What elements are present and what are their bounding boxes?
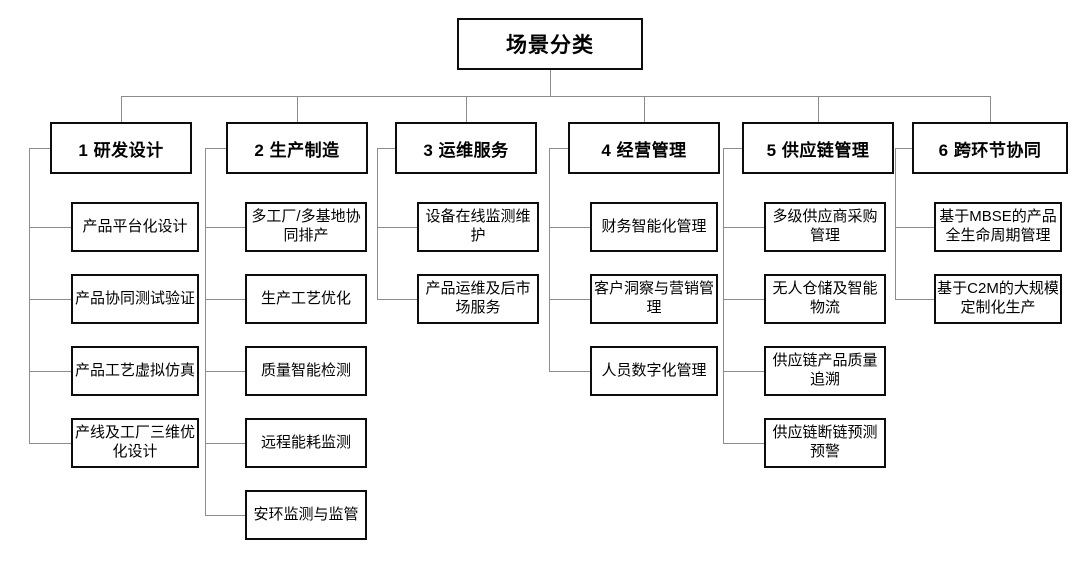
leaf-node-1-4: 产线及工厂三维优化设计 bbox=[71, 418, 199, 468]
leaf-node-2-2-label: 生产工艺优化 bbox=[260, 289, 351, 307]
column-spine-connector-3 bbox=[377, 148, 378, 299]
category-node-5-label: 5 供应链管理 bbox=[766, 140, 870, 160]
leaf-node-2-4-label: 远程能耗监测 bbox=[260, 433, 351, 451]
category-node-1: 1 研发设计 bbox=[50, 122, 192, 174]
category-stub-connector-1 bbox=[29, 148, 50, 149]
leaf-stub-connector-4-2 bbox=[549, 299, 590, 300]
category-node-3: 3 运维服务 bbox=[395, 122, 537, 174]
leaf-node-1-1: 产品平台化设计 bbox=[71, 202, 199, 252]
leaf-node-6-2: 基于C2M的大规模定制化生产 bbox=[934, 274, 1062, 324]
leaf-stub-connector-2-1 bbox=[205, 227, 245, 228]
category-drop-connector-3 bbox=[466, 96, 467, 122]
leaf-stub-connector-2-2 bbox=[205, 299, 245, 300]
leaf-node-1-4-label: 产线及工厂三维优化设计 bbox=[74, 424, 195, 460]
leaf-stub-connector-1-4 bbox=[29, 443, 71, 444]
leaf-stub-connector-2-3 bbox=[205, 371, 245, 372]
category-node-4-label: 4 经营管理 bbox=[601, 140, 687, 160]
leaf-node-2-5: 安环监测与监管 bbox=[245, 490, 367, 540]
leaf-node-6-2-label: 基于C2M的大规模定制化生产 bbox=[937, 280, 1059, 316]
leaf-node-4-1-label: 财务智能化管理 bbox=[601, 217, 707, 235]
leaf-stub-connector-2-4 bbox=[205, 443, 245, 444]
leaf-node-5-4: 供应链断链预测预警 bbox=[764, 418, 886, 468]
leaf-node-4-3: 人员数字化管理 bbox=[590, 346, 718, 396]
leaf-stub-connector-4-3 bbox=[549, 371, 590, 372]
leaf-node-5-1-label: 多级供应商采购管理 bbox=[772, 208, 878, 244]
leaf-node-3-2: 产品运维及后市场服务 bbox=[417, 274, 539, 324]
leaf-stub-connector-5-4 bbox=[723, 443, 764, 444]
leaf-stub-connector-2-5 bbox=[205, 515, 245, 516]
category-stub-connector-6 bbox=[895, 148, 912, 149]
leaf-node-3-1-label: 设备在线监测维护 bbox=[425, 208, 531, 244]
column-spine-connector-6 bbox=[895, 148, 896, 299]
leaf-node-5-1: 多级供应商采购管理 bbox=[764, 202, 886, 252]
column-spine-connector-4 bbox=[549, 148, 550, 371]
category-node-4: 4 经营管理 bbox=[568, 122, 720, 174]
leaf-stub-connector-1-1 bbox=[29, 227, 71, 228]
leaf-node-2-3-label: 质量智能检测 bbox=[260, 361, 351, 379]
column-spine-connector-5 bbox=[723, 148, 724, 443]
root-node: 场景分类 bbox=[457, 18, 643, 70]
leaf-node-4-2-label: 客户洞察与营销管理 bbox=[593, 280, 714, 316]
leaf-stub-connector-5-1 bbox=[723, 227, 764, 228]
leaf-stub-connector-6-1 bbox=[895, 227, 934, 228]
category-drop-connector-4 bbox=[644, 96, 645, 122]
leaf-stub-connector-5-2 bbox=[723, 299, 764, 300]
leaf-node-5-2: 无人仓储及智能物流 bbox=[764, 274, 886, 324]
leaf-node-5-4-label: 供应链断链预测预警 bbox=[772, 424, 878, 460]
leaf-node-3-2-label: 产品运维及后市场服务 bbox=[425, 280, 531, 316]
category-node-6: 6 跨环节协同 bbox=[912, 122, 1068, 174]
category-node-1-label: 1 研发设计 bbox=[78, 140, 164, 160]
leaf-stub-connector-5-3 bbox=[723, 371, 764, 372]
leaf-node-2-4: 远程能耗监测 bbox=[245, 418, 367, 468]
leaf-node-4-2: 客户洞察与营销管理 bbox=[590, 274, 718, 324]
category-node-2: 2 生产制造 bbox=[226, 122, 368, 174]
leaf-node-3-1: 设备在线监测维护 bbox=[417, 202, 539, 252]
leaf-node-2-3: 质量智能检测 bbox=[245, 346, 367, 396]
root-stem-connector bbox=[550, 70, 551, 96]
category-node-3-label: 3 运维服务 bbox=[423, 140, 509, 160]
leaf-node-4-3-label: 人员数字化管理 bbox=[601, 361, 707, 379]
leaf-stub-connector-1-2 bbox=[29, 299, 71, 300]
leaf-stub-connector-1-3 bbox=[29, 371, 71, 372]
leaf-stub-connector-3-1 bbox=[377, 227, 417, 228]
category-stub-connector-3 bbox=[377, 148, 395, 149]
leaf-node-1-2: 产品协同测试验证 bbox=[71, 274, 199, 324]
leaf-node-2-5-label: 安环监测与监管 bbox=[253, 505, 359, 523]
leaf-stub-connector-6-2 bbox=[895, 299, 934, 300]
category-stub-connector-2 bbox=[205, 148, 226, 149]
leaf-node-6-1: 基于MBSE的产品全生命周期管理 bbox=[934, 202, 1062, 252]
category-stub-connector-5 bbox=[723, 148, 742, 149]
root-node-label: 场景分类 bbox=[506, 34, 594, 57]
category-node-5: 5 供应链管理 bbox=[742, 122, 894, 174]
leaf-node-1-2-label: 产品协同测试验证 bbox=[74, 289, 195, 307]
category-drop-connector-5 bbox=[818, 96, 819, 122]
leaf-node-1-3-label: 产品工艺虚拟仿真 bbox=[74, 361, 195, 379]
category-node-6-label: 6 跨环节协同 bbox=[938, 140, 1042, 160]
leaf-node-5-3: 供应链产品质量追溯 bbox=[764, 346, 886, 396]
column-spine-connector-2 bbox=[205, 148, 206, 515]
leaf-node-4-1: 财务智能化管理 bbox=[590, 202, 718, 252]
category-drop-connector-1 bbox=[121, 96, 122, 122]
category-drop-connector-6 bbox=[990, 96, 991, 122]
leaf-node-1-1-label: 产品平台化设计 bbox=[82, 217, 188, 235]
category-drop-connector-2 bbox=[297, 96, 298, 122]
leaf-stub-connector-4-1 bbox=[549, 227, 590, 228]
leaf-node-5-3-label: 供应链产品质量追溯 bbox=[772, 352, 878, 388]
column-spine-connector-1 bbox=[29, 148, 30, 443]
category-bus-connector bbox=[121, 96, 990, 97]
leaf-stub-connector-3-2 bbox=[377, 299, 417, 300]
leaf-node-2-1-label: 多工厂/多基地协同排产 bbox=[251, 208, 361, 244]
leaf-node-5-2-label: 无人仓储及智能物流 bbox=[772, 280, 878, 316]
leaf-node-2-2: 生产工艺优化 bbox=[245, 274, 367, 324]
leaf-node-2-1: 多工厂/多基地协同排产 bbox=[245, 202, 367, 252]
category-node-2-label: 2 生产制造 bbox=[254, 140, 340, 160]
leaf-node-1-3: 产品工艺虚拟仿真 bbox=[71, 346, 199, 396]
leaf-node-6-1-label: 基于MBSE的产品全生命周期管理 bbox=[939, 208, 1057, 244]
category-stub-connector-4 bbox=[549, 148, 568, 149]
